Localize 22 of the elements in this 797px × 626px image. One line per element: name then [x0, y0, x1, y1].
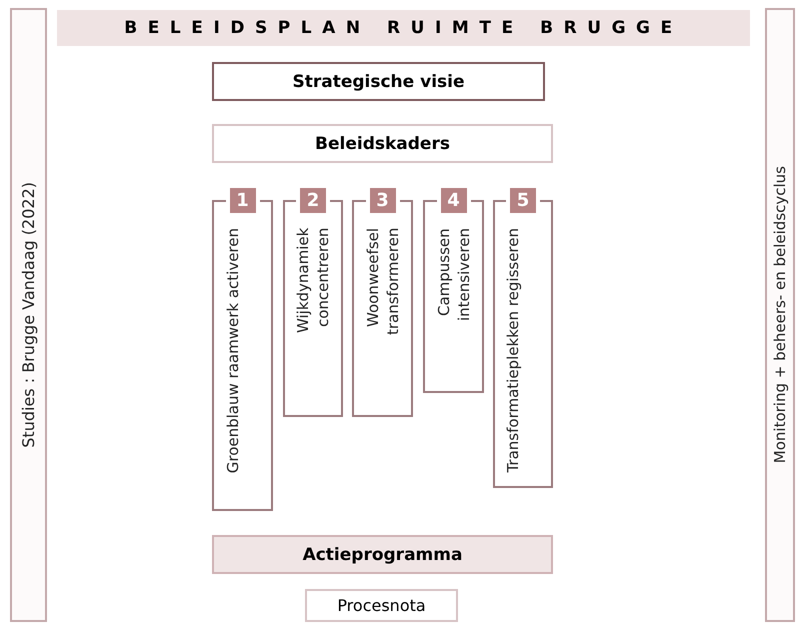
process-box	[305, 589, 458, 622]
band-label: Studies : Brugge Vandaag (2022)	[19, 182, 38, 448]
number-badge: 4	[440, 188, 466, 213]
box-label: Actieprogramma	[302, 544, 462, 564]
title: BELEIDSPLAN RUIMTE BRUGGE	[124, 18, 683, 38]
number-badge: 5	[510, 188, 536, 213]
box-label: Transformatieplekken regisseren	[503, 228, 523, 473]
process-box	[212, 535, 553, 574]
process-box	[212, 62, 545, 101]
box-label: Beleidskaders	[315, 134, 450, 154]
number-badge: 3	[370, 188, 396, 213]
title-band	[57, 10, 750, 46]
box-label: Wijkdynamiek concentreren	[293, 228, 333, 336]
number-badge: 2	[300, 188, 326, 213]
box-label: Strategische visie	[292, 72, 464, 92]
band-label: Monitoring + beheers- en beleidscyclus	[771, 166, 789, 464]
number-badge: 1	[230, 188, 256, 213]
side-band	[10, 8, 47, 622]
box-label: Procesnota	[337, 596, 426, 615]
process-box	[212, 124, 553, 163]
box-label: Groenblauw raamwerk activeren	[222, 228, 242, 474]
side-band	[765, 8, 795, 622]
